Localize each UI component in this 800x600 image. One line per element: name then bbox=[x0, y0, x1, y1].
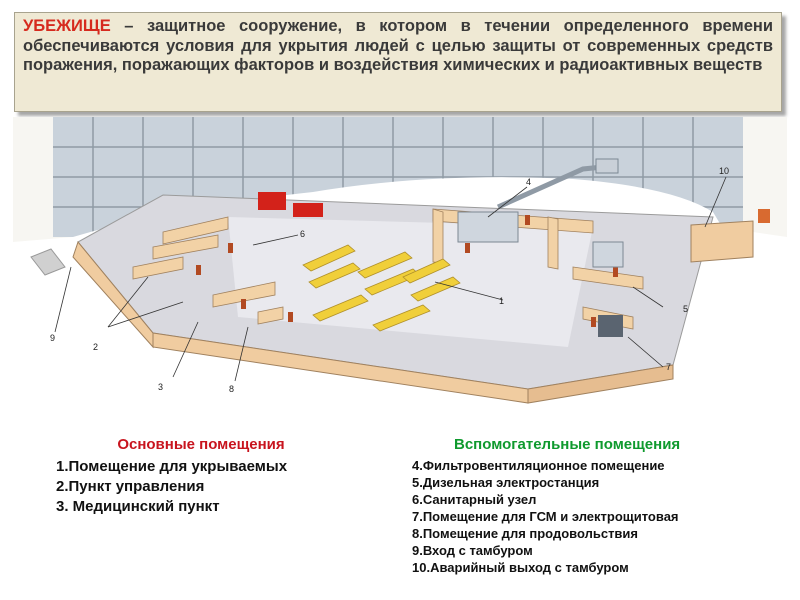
main-rooms-heading: Основные помещения bbox=[117, 436, 285, 453]
main-rooms-section: Основные помещения 1.Помещение для укрыв… bbox=[56, 436, 346, 517]
definition-text: – защитное сооружение, в котором в течен… bbox=[23, 17, 773, 74]
list-item: 8.Помещение для продовольствия bbox=[412, 526, 639, 541]
shelter-floor-plan: 1 2 3 4 5 6 7 8 9 10 bbox=[13, 117, 787, 411]
list-item: 3. Медицинский пункт bbox=[56, 498, 220, 515]
list-item: 5.Дизельная электростанция bbox=[412, 475, 600, 490]
definition-box: УБЕЖИЩЕ – защитное сооружение, в котором… bbox=[14, 12, 782, 112]
switchboard bbox=[598, 315, 623, 337]
shelter-structure bbox=[30, 158, 770, 404]
label-2: 2 bbox=[93, 342, 98, 352]
aux-rooms-heading: Вспомогательные помещения bbox=[454, 436, 681, 453]
list-item: 2.Пункт управления bbox=[56, 478, 205, 495]
label-10: 10 bbox=[719, 166, 729, 176]
aux-rooms-list: 4.Фильтровентиляционное помещение 5.Дизе… bbox=[412, 457, 772, 576]
list-item: 4.Фильтровентиляционное помещение bbox=[412, 458, 665, 473]
label-7: 7 bbox=[666, 362, 671, 372]
label-1: 1 bbox=[499, 296, 504, 306]
aux-rooms-section: Вспомогательные помещения 4.Фильтровенти… bbox=[412, 436, 772, 576]
label-6: 6 bbox=[300, 229, 305, 239]
main-rooms-list: 1.Помещение для укрываемых 2.Пункт управ… bbox=[56, 457, 346, 517]
benches bbox=[302, 244, 461, 332]
label-5: 5 bbox=[683, 304, 688, 314]
label-3: 3 bbox=[158, 382, 163, 392]
list-item: 6.Санитарный узел bbox=[412, 492, 537, 507]
label-9: 9 bbox=[50, 333, 55, 343]
definition-term: УБЕЖИЩЕ bbox=[23, 17, 111, 35]
label-8: 8 bbox=[229, 384, 234, 394]
generator-equipment bbox=[592, 241, 624, 268]
list-item: 9.Вход с тамбуром bbox=[412, 543, 533, 558]
list-item: 10.Аварийный выход с тамбуром bbox=[412, 560, 629, 575]
list-item: 1.Помещение для укрываемых bbox=[56, 458, 288, 475]
red-equipment-unit bbox=[293, 203, 323, 217]
label-4: 4 bbox=[526, 177, 531, 187]
list-item: 7.Помещение для ГСМ и электрощитовая bbox=[412, 509, 679, 524]
red-equipment-unit bbox=[258, 192, 286, 210]
